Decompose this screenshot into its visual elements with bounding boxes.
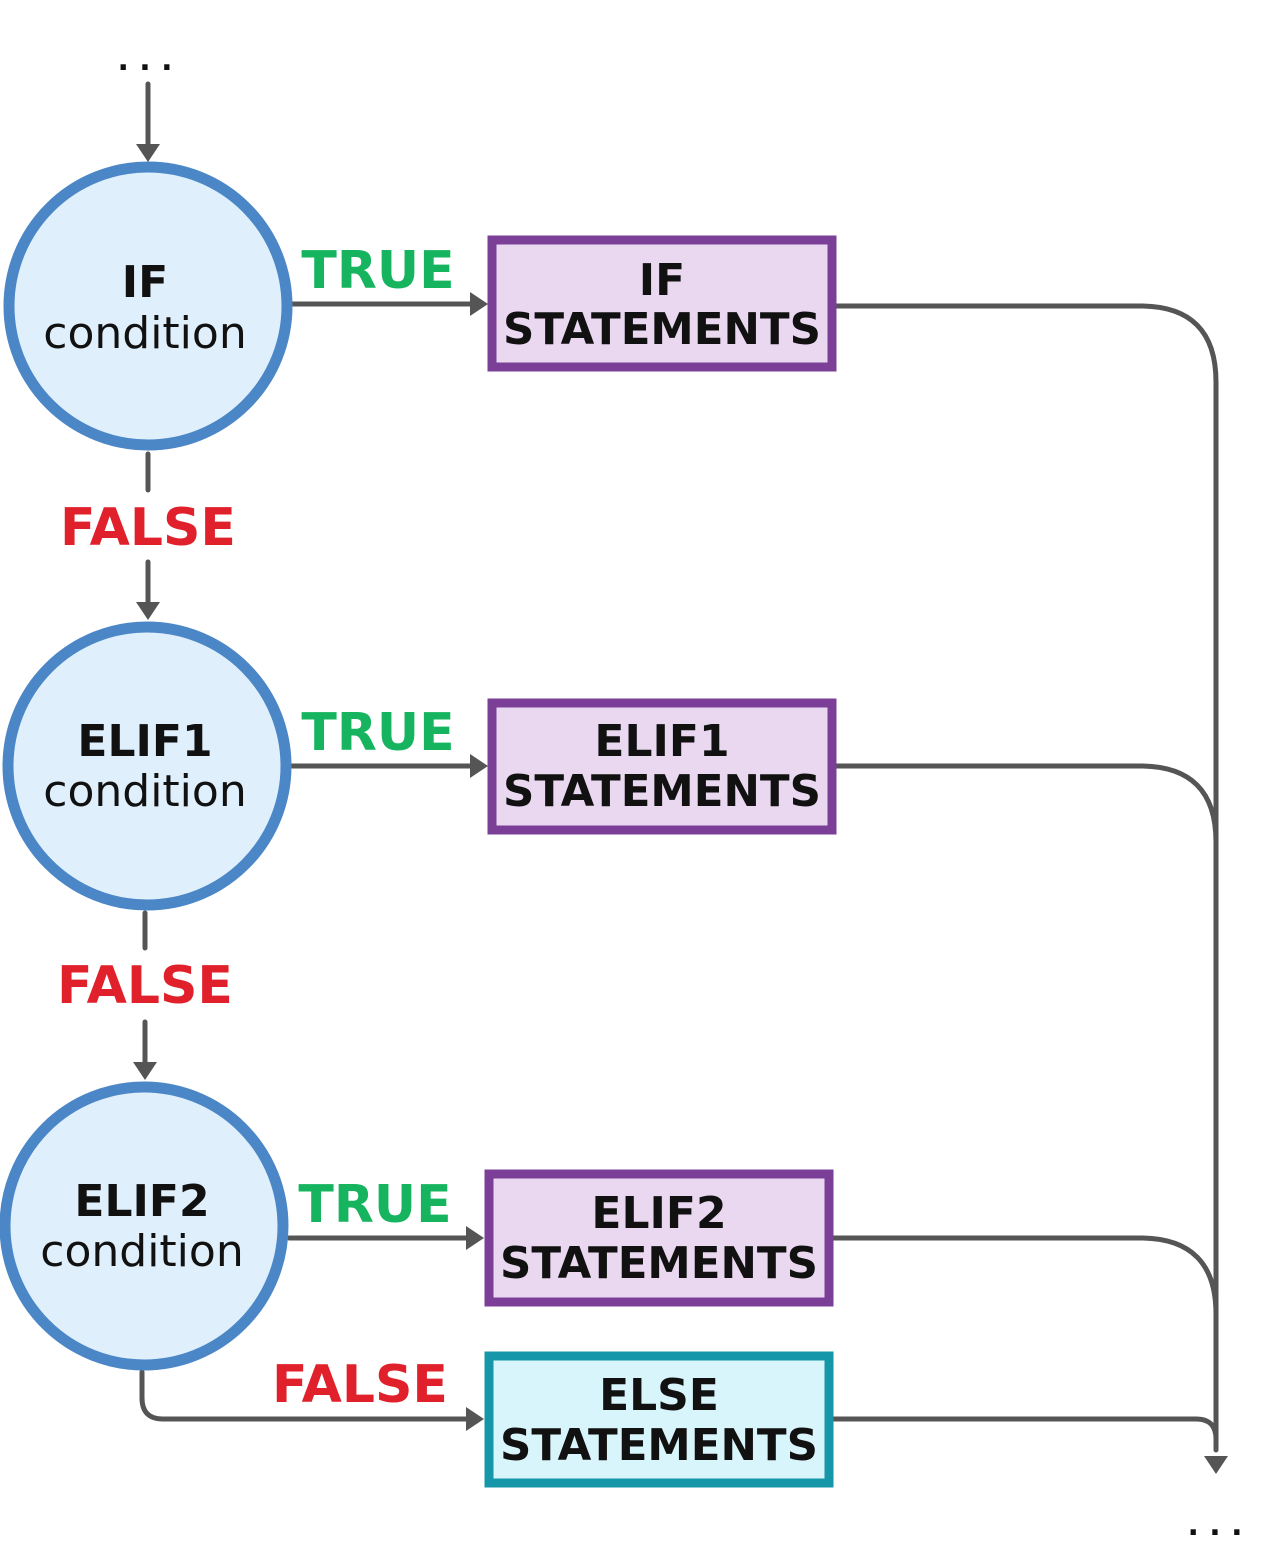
else-statements-line1: ELSE [599,1370,719,1421]
elif1-condition-node: ELIF1 condition [2,621,292,911]
true-label-elif1: TRUE [301,703,454,763]
elif1-statements-line1: ELIF1 [594,716,729,767]
elif1-statements-box: ELIF1 STATEMENTS [487,698,837,835]
elif2-statements-line1: ELIF2 [591,1188,726,1239]
elif2-condition-node: ELIF2 condition [0,1081,289,1371]
start-ellipsis: . . . [117,43,172,78]
elif2-condition-label: condition [40,1226,243,1277]
end-ellipsis: . . . [1187,1508,1242,1543]
true-arrow-elif2 [286,1226,484,1250]
merge-connectors [829,303,1228,1474]
elif2-statements-line2: STATEMENTS [500,1238,818,1289]
false-arrow-elif2 [139,1369,484,1431]
elif1-condition-keyword: ELIF1 [77,716,212,767]
false-arrow-elif1 [133,910,157,1080]
if-condition-label: condition [43,308,246,359]
true-arrow-if [290,292,488,316]
false-label-elif2: FALSE [272,1355,448,1415]
elif2-statements-box: ELIF2 STATEMENTS [484,1169,834,1307]
if-statements-box: IF STATEMENTS [487,235,837,372]
entry-arrow [136,81,160,162]
false-label-if: FALSE [60,498,236,558]
false-label-elif1: FALSE [57,956,233,1016]
if-statements-line1: IF [639,255,685,306]
else-statements-line2: STATEMENTS [500,1420,818,1471]
true-label-elif2: TRUE [298,1175,451,1235]
false-arrow-if [136,451,160,620]
if-condition-keyword: IF [122,257,168,308]
if-statements-line2: STATEMENTS [503,304,821,355]
true-arrow-elif1 [289,754,488,778]
else-statements-box: ELSE STATEMENTS [484,1351,834,1488]
if-condition-node: IF condition [3,161,293,451]
true-label-if: TRUE [301,241,454,301]
elif1-condition-label: condition [43,766,246,817]
elif1-statements-line2: STATEMENTS [503,766,821,817]
elif2-condition-keyword: ELIF2 [74,1176,209,1227]
